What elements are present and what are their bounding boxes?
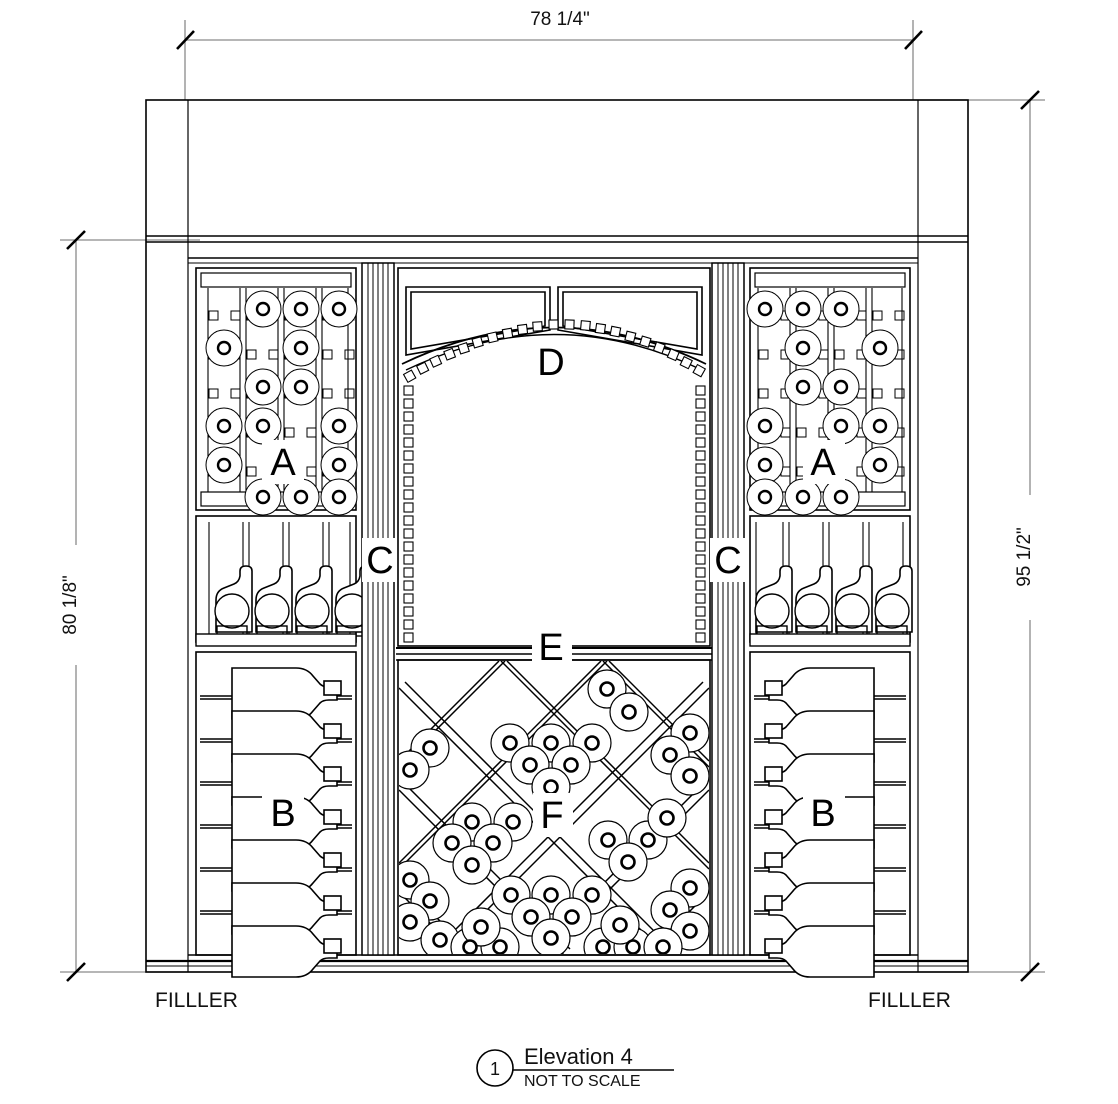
pilaster-right-c: C bbox=[710, 262, 746, 956]
bottle-end-group-a-left bbox=[205, 290, 358, 516]
section-a-right: A bbox=[746, 267, 911, 516]
detail-number: 1 bbox=[490, 1059, 500, 1079]
scale-note: NOT TO SCALE bbox=[524, 1073, 640, 1090]
filler-label-left: FILLLER bbox=[155, 989, 238, 1012]
label-c-left: C bbox=[366, 540, 393, 582]
label-b-right: B bbox=[810, 793, 835, 835]
section-b-right: B bbox=[749, 651, 911, 978]
detail-bubble bbox=[476, 1049, 514, 1087]
display-row-right bbox=[749, 515, 913, 647]
dentil-molding-arch bbox=[402, 319, 707, 384]
pilaster-left-c: C bbox=[361, 262, 398, 956]
label-a-left: A bbox=[270, 442, 296, 484]
section-a-left: A bbox=[195, 267, 358, 516]
cabinet-outer-shell bbox=[145, 99, 969, 973]
dimension-top-text: 78 1/4" bbox=[530, 9, 590, 30]
title-text: Elevation 4 bbox=[524, 1044, 633, 1069]
dentil-molding-sides bbox=[403, 385, 706, 643]
label-e: E bbox=[538, 627, 563, 669]
section-ef-diamond-bins: E F bbox=[396, 627, 712, 956]
dimension-left-text: 80 1/8" bbox=[60, 575, 81, 635]
filler-label-right: FILLLER bbox=[868, 989, 951, 1012]
bin-bottle-circles bbox=[399, 669, 709, 954]
section-d-arch-niche: D bbox=[397, 267, 711, 647]
label-a-right: A bbox=[810, 442, 836, 484]
label-f: F bbox=[540, 795, 563, 837]
label-b-left: B bbox=[270, 793, 295, 835]
title-block: 1 Elevation 4 NOT TO SCALE bbox=[476, 1044, 674, 1090]
dimension-top: 78 1/4" bbox=[176, 5, 923, 100]
crown-soffit bbox=[146, 235, 968, 264]
dimension-left: 80 1/8" bbox=[60, 230, 200, 982]
section-b-left: B bbox=[195, 651, 357, 978]
label-c-right: C bbox=[714, 540, 741, 582]
dimension-right-text: 95 1/2" bbox=[1014, 527, 1035, 587]
bottle-end-group-a-right bbox=[746, 290, 899, 516]
label-d: D bbox=[537, 342, 564, 384]
dimension-right: 95 1/2" bbox=[900, 90, 1045, 982]
